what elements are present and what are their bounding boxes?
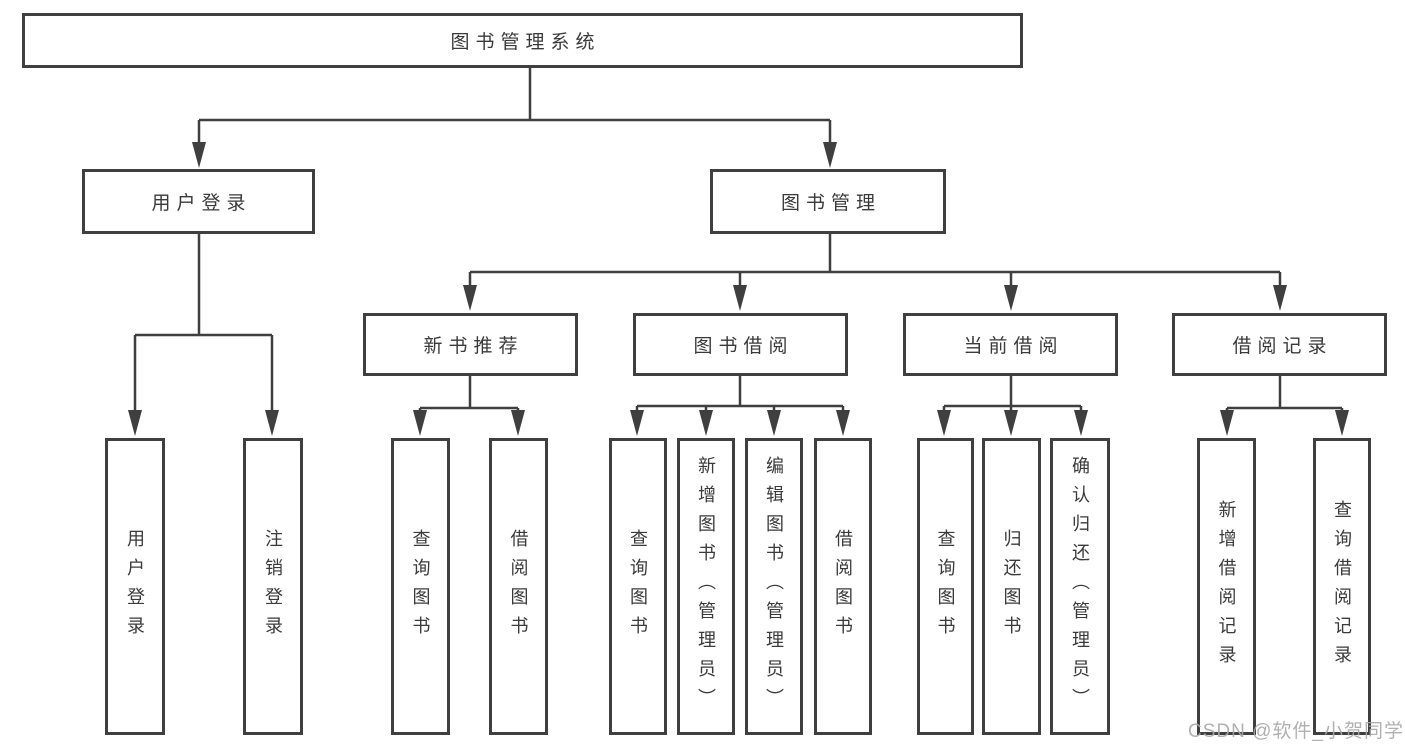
node-borrowing-records-label: 借阅记录 (1232, 336, 1333, 357)
node-leaf-borrow-books-1: 借阅图书 (489, 438, 548, 735)
node-leaf-borrow-books-2-label: 借阅图书 (833, 528, 853, 645)
node-leaf-add-books-admin: 新增图书（管理员） (677, 438, 735, 735)
node-book-management-label: 图书管理 (780, 193, 881, 214)
node-leaf-confirm-return-admin: 确认归还（管理员） (1050, 438, 1110, 735)
node-leaf-query-borrow-record-label: 查询借阅记录 (1332, 499, 1352, 674)
node-root: 图书管理系统 (22, 13, 1023, 68)
node-leaf-query-borrow-record: 查询借阅记录 (1313, 438, 1371, 735)
node-leaf-edit-books-admin: 编辑图书（管理员） (745, 438, 803, 735)
node-leaf-borrow-books-1-label: 借阅图书 (508, 528, 529, 645)
node-current-borrowing-label: 当前借阅 (963, 336, 1064, 357)
node-leaf-confirm-return-admin-label: 确认归还（管理员） (1070, 456, 1090, 717)
node-leaf-add-borrow-record-label: 新增借阅记录 (1216, 499, 1237, 674)
node-root-label: 图书管理系统 (450, 32, 601, 53)
node-book-borrowing: 图书借阅 (633, 313, 848, 376)
node-leaf-add-borrow-record: 新增借阅记录 (1197, 438, 1256, 735)
node-user-login-label: 用户登录 (151, 193, 252, 214)
node-borrowing-records: 借阅记录 (1172, 313, 1387, 376)
node-leaf-borrow-books-2: 借阅图书 (814, 438, 872, 735)
node-leaf-query-books-1-label: 查询图书 (410, 528, 431, 645)
node-leaf-return-books-label: 归还图书 (1001, 528, 1022, 645)
node-user-login: 用户登录 (82, 169, 315, 234)
node-leaf-query-books-1: 查询图书 (391, 438, 450, 735)
arrowheads (128, 142, 1349, 436)
node-leaf-user-login-label: 用户登录 (125, 528, 145, 645)
node-book-borrowing-label: 图书借阅 (693, 336, 794, 357)
node-leaf-logout-label: 注销登录 (263, 528, 283, 645)
node-leaf-query-books-3: 查询图书 (917, 438, 974, 735)
watermark: CSDN @软件_小贺同学 (1188, 721, 1404, 742)
node-leaf-edit-books-admin-label: 编辑图书（管理员） (764, 456, 784, 717)
node-book-management: 图书管理 (710, 169, 946, 234)
node-new-book-recommendation: 新书推荐 (363, 313, 578, 376)
node-leaf-return-books: 归还图书 (982, 438, 1041, 735)
node-new-book-recommendation-label: 新书推荐 (423, 336, 524, 357)
node-leaf-logout: 注销登录 (243, 438, 303, 735)
node-leaf-add-books-admin-label: 新增图书（管理员） (696, 456, 716, 717)
node-leaf-query-books-2-label: 查询图书 (628, 528, 648, 645)
node-leaf-user-login: 用户登录 (105, 438, 165, 735)
node-current-borrowing: 当前借阅 (903, 313, 1118, 376)
node-leaf-query-books-2: 查询图书 (609, 438, 667, 735)
node-leaf-query-books-3-label: 查询图书 (935, 528, 956, 645)
